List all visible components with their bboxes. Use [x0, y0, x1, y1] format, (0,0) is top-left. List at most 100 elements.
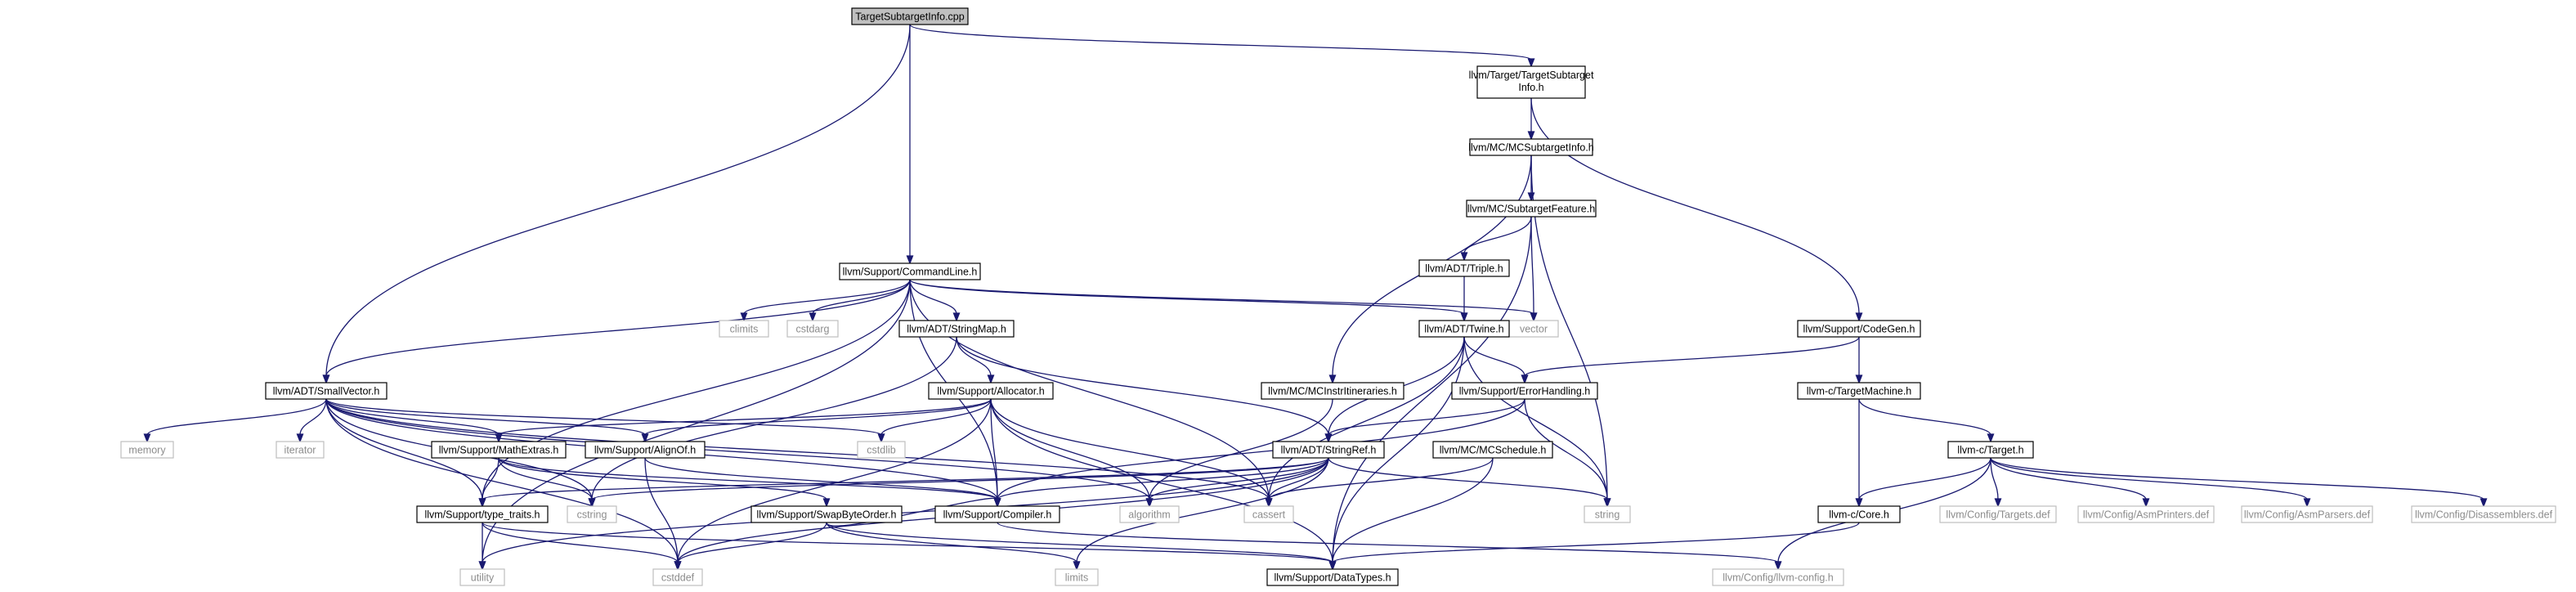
node-label: llvm/MC/MCSubtargetInfo.h [1468, 142, 1594, 154]
node-box [1418, 259, 1510, 277]
node-mcschedule[interactable]: llvm/MC/MCSchedule.h [1432, 441, 1553, 459]
edge-allocator-to-cstdlib [877, 398, 992, 443]
node-mcsf[interactable]: llvm/MC/SubtargetFeature.h [1466, 200, 1597, 218]
node-box [928, 382, 1054, 400]
node-box [1243, 505, 1294, 523]
node-label: llvm-c/Core.h [1829, 509, 1889, 521]
edge-smallvec-to-cstddef [325, 398, 682, 571]
node-box [652, 568, 703, 586]
node-label: llvm/MC/MCSchedule.h [1440, 445, 1547, 456]
node-label: llvm/Support/CommandLine.h [843, 267, 978, 278]
node-label: cstddef [661, 572, 695, 584]
node-box [1469, 138, 1593, 156]
edge-smallvec-to-alignof [325, 398, 649, 443]
edge-swapbyte-to-compiler [826, 497, 1001, 527]
node-cstddef: cstddef [652, 568, 703, 586]
node-label: llvm/Support/Compiler.h [943, 509, 1052, 521]
node-datatypes[interactable]: llvm/Support/DataTypes.h [1266, 568, 1399, 586]
node-label: llvm/Support/MathExtras.h [439, 445, 559, 456]
node-stringref[interactable]: llvm/ADT/StringRef.h [1272, 441, 1385, 459]
node-codegen[interactable]: llvm/Support/CodeGen.h [1797, 320, 1921, 338]
node-label: llvm/Config/AsmParsers.def [2244, 509, 2371, 521]
edge-twine-to-cassert [1265, 336, 1465, 508]
node-label: string [1595, 509, 1620, 521]
node-box [786, 320, 839, 338]
node-matharith[interactable]: llvm/Support/MathExtras.h [431, 441, 567, 459]
node-box [459, 568, 505, 586]
edge-swapbyte-to-datatypes [826, 522, 1337, 571]
edge-codegen-to-targetmachine [1855, 336, 1863, 384]
node-cmdline[interactable]: llvm/Support/CommandLine.h [839, 262, 981, 280]
node-box [898, 320, 1015, 338]
edge-errhandling-to-stringref [1324, 398, 1525, 443]
node-twine[interactable]: llvm/ADT/Twine.h [1418, 320, 1510, 338]
node-label: llvm/ADT/Twine.h [1424, 324, 1503, 335]
node-swapbyte[interactable]: llvm/Support/SwapByteOrder.h [750, 505, 903, 523]
node-label: TargetSubtargetInfo.cpp [855, 11, 964, 23]
edge-ctarget-to-disassemblers [1990, 457, 2488, 508]
node-allocator[interactable]: llvm/Support/Allocator.h [928, 382, 1054, 400]
node-memory: memory [120, 441, 174, 459]
node-box [1466, 200, 1597, 218]
node-label: iterator [284, 445, 316, 456]
edge-stringref-to-typetraits [478, 457, 1329, 508]
node-targetsdef: llvm/Config/Targets.def [1939, 505, 2057, 523]
edge-stringref-to-cstring [588, 457, 1329, 508]
node-label: llvm/ADT/StringRef.h [1281, 445, 1377, 456]
edge-mcsf-to-triple [1460, 216, 1532, 262]
node-smallvec[interactable]: llvm/ADT/SmallVector.h [265, 382, 388, 400]
node-vector: vector [1508, 320, 1559, 338]
node-label: memory [128, 445, 166, 456]
edge-ctarget-to-ccore [1855, 457, 1991, 508]
edge-stringref-to-algorithm [1145, 457, 1329, 508]
edge-twine-to-errhandling [1463, 336, 1529, 384]
node-box [1939, 505, 2057, 523]
node-label: cstdlib [867, 445, 895, 456]
node-label: cstring [577, 509, 607, 521]
node-cstring: cstring [567, 505, 617, 523]
node-box [1476, 65, 1586, 99]
edge-swapbyte-to-limits [826, 522, 1081, 571]
edge-ctarget-to-targetsdef [1990, 457, 2002, 508]
node-tsi_cpp[interactable]: TargetSubtargetInfo.cpp [851, 7, 969, 25]
node-box [1797, 382, 1921, 400]
node-label: climits [730, 324, 759, 335]
node-mcsi[interactable]: llvm/MC/MCSubtargetInfo.h [1468, 138, 1594, 156]
node-label: llvm/Support/AlignOf.h [594, 445, 696, 456]
node-compiler[interactable]: llvm/Support/Compiler.h [934, 505, 1060, 523]
node-utility: utility [459, 568, 505, 586]
node-alignof[interactable]: llvm/Support/AlignOf.h [585, 441, 706, 459]
node-label: algorithm [1128, 509, 1170, 521]
node-box [1272, 441, 1385, 459]
node-asmprinters: llvm/Config/AsmPrinters.def [2077, 505, 2215, 523]
node-box [2411, 505, 2556, 523]
node-label: llvm/ADT/StringMap.h [907, 324, 1006, 335]
edge-smallvec-to-iterator [296, 398, 327, 443]
node-triple[interactable]: llvm/ADT/Triple.h [1418, 259, 1510, 277]
edge-smallvec-to-memory [143, 398, 327, 443]
node-label: llvm/MC/SubtargetFeature.h [1467, 204, 1595, 215]
node-box [1055, 568, 1099, 586]
node-errhandling[interactable]: llvm/Support/ErrorHandling.h [1451, 382, 1598, 400]
node-label: llvm-c/TargetMachine.h [1807, 386, 1912, 397]
edge-mcsf-to-vector [1530, 216, 1538, 322]
node-box [1418, 320, 1510, 338]
node-mcinstr[interactable]: llvm/MC/MCInstrItineraries.h [1261, 382, 1404, 400]
edge-ctarget-to-asmparsers [1990, 457, 2311, 508]
node-ctarget[interactable]: llvm-c/Target.h [1947, 441, 2034, 459]
node-targetmachine[interactable]: llvm-c/TargetMachine.h [1797, 382, 1921, 400]
edge-stringref-to-string [1328, 457, 1611, 508]
node-typetraits[interactable]: llvm/Support/type_traits.h [416, 505, 549, 523]
node-box [276, 441, 325, 459]
node-box [857, 441, 906, 459]
node-label: llvm/Support/Allocator.h [937, 386, 1044, 397]
node-stringmap[interactable]: llvm/ADT/StringMap.h [898, 320, 1015, 338]
dependency-edges [143, 24, 2488, 571]
edge-mcschedule-to-cassert [1265, 457, 1494, 508]
node-climits: climits [719, 320, 769, 338]
node-label: llvm/Config/llvm-config.h [1723, 572, 1834, 584]
edge-ccore-to-datatypes [1328, 522, 1860, 571]
node-box [1797, 320, 1921, 338]
node-ccore[interactable]: llvm-c/Core.h [1817, 505, 1901, 523]
